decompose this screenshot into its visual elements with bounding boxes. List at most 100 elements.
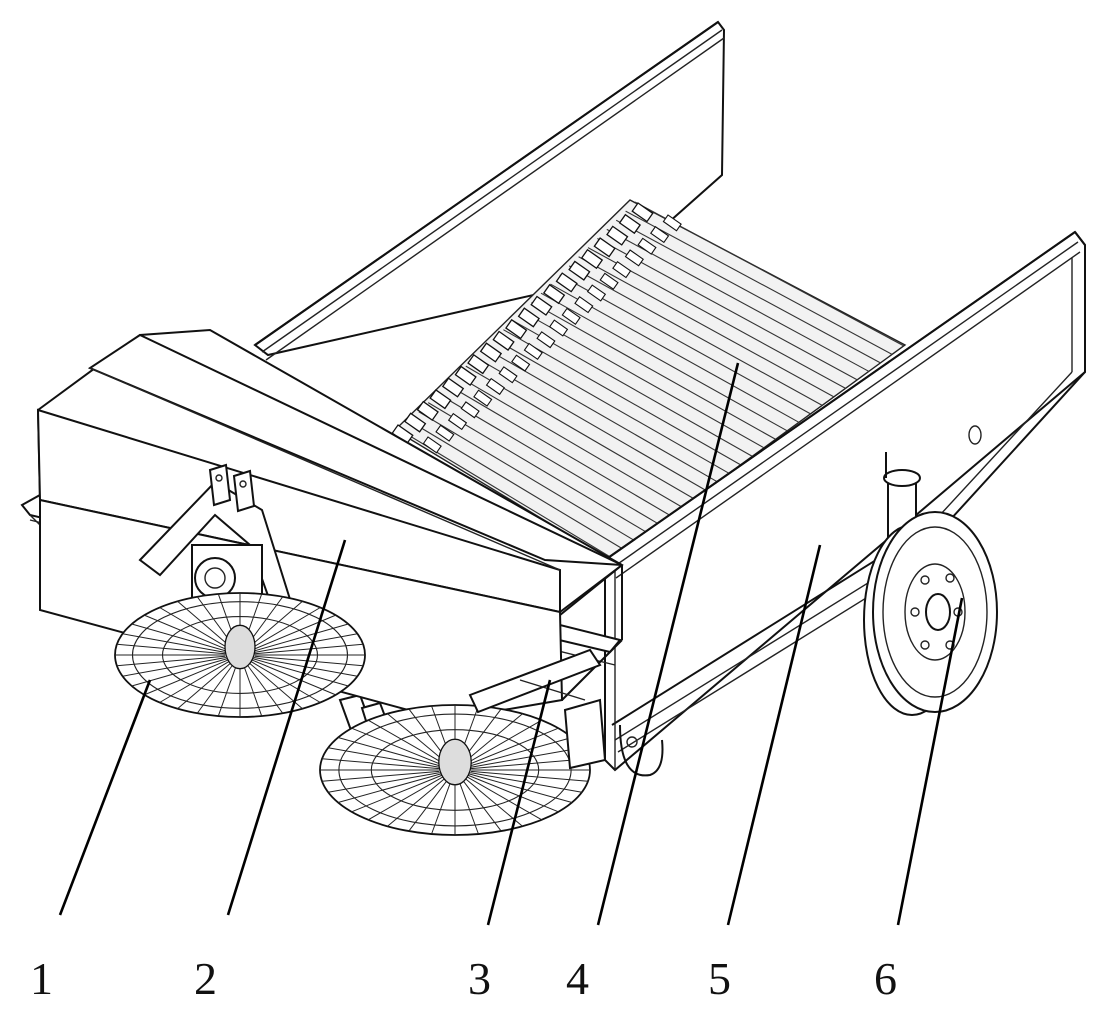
right-side-frame xyxy=(604,230,1086,772)
callout-1: 1 xyxy=(30,953,53,1004)
wheel-assembly xyxy=(863,452,998,716)
chain-link xyxy=(650,225,670,244)
chain-link xyxy=(568,260,591,281)
brush-bristle xyxy=(144,614,229,651)
brush-bristle xyxy=(254,633,358,653)
brush-bristle xyxy=(328,747,440,768)
chain-link xyxy=(561,307,581,325)
brush-bristle xyxy=(465,775,543,821)
conveyor-chain-links xyxy=(391,202,682,454)
brush-bristle xyxy=(460,777,502,832)
chain-link xyxy=(416,400,439,422)
brush-bristle xyxy=(470,770,588,782)
brush-bristle xyxy=(431,777,453,835)
brush-bristle xyxy=(251,614,336,651)
chain-link xyxy=(473,389,493,407)
chain-link xyxy=(606,225,629,246)
callout-5: 5 xyxy=(708,953,731,1004)
brush-bristle xyxy=(144,659,229,696)
brush-bristle xyxy=(337,773,442,803)
brush-bristle xyxy=(247,600,303,649)
brush-bristle xyxy=(254,655,364,667)
conveyor-rod xyxy=(503,329,741,466)
brush-bristle xyxy=(387,776,448,827)
chain-link xyxy=(467,353,490,375)
brush-bristle xyxy=(131,623,228,652)
brush-bristle xyxy=(159,660,231,703)
chain-link xyxy=(580,248,604,270)
chain-link xyxy=(460,401,480,419)
leader-line-4 xyxy=(596,362,740,926)
chain-link xyxy=(555,272,578,293)
chain-link xyxy=(447,412,468,431)
brush-bristle xyxy=(122,657,226,677)
conveyor-rod xyxy=(418,411,636,542)
chain-link xyxy=(662,214,682,232)
brush-bristle xyxy=(351,727,443,766)
leader-line-2 xyxy=(226,539,347,916)
leader-line-5 xyxy=(726,544,822,926)
brush-bristle xyxy=(328,772,440,793)
brush-bristle xyxy=(131,658,228,687)
brush-bristle xyxy=(387,713,448,764)
brush-bristle xyxy=(462,713,523,764)
mount-bracket xyxy=(468,648,664,777)
brush-bristle xyxy=(116,643,226,655)
brush-disc-right xyxy=(319,704,591,836)
brush-bristle xyxy=(465,719,543,765)
brush-bristle xyxy=(251,659,336,696)
brush-bristle xyxy=(322,770,440,782)
leader-line-6 xyxy=(896,597,964,926)
brush-bristle xyxy=(217,662,238,717)
conveyor-rod xyxy=(578,256,835,398)
brush-bristle xyxy=(468,773,573,803)
chain-link xyxy=(435,424,455,442)
brush-bristle xyxy=(252,623,349,652)
conveyor-rod xyxy=(446,383,671,517)
chain-link xyxy=(523,342,543,361)
conveyor-rod xyxy=(540,292,788,432)
conveyor-rod xyxy=(568,265,823,406)
leader-lines xyxy=(58,362,964,926)
callout-6: 6 xyxy=(874,953,897,1004)
brush-bristle xyxy=(177,600,233,649)
chain-link xyxy=(485,377,506,396)
brush-bristle xyxy=(254,643,364,655)
brush-bristle xyxy=(159,607,231,650)
brush-disc-left xyxy=(114,592,366,718)
brush-bristle xyxy=(462,776,523,827)
chain-link xyxy=(624,249,644,267)
chain-link xyxy=(454,365,477,387)
conveyor-rod xyxy=(456,374,683,508)
leader-line-1 xyxy=(58,679,152,916)
chain-link xyxy=(479,342,503,363)
chain-link xyxy=(612,260,632,279)
brush-bristle xyxy=(252,658,349,687)
chain-link xyxy=(429,389,452,410)
brush-bristle xyxy=(122,633,226,653)
brush-bristle xyxy=(367,775,445,821)
chain-link xyxy=(505,318,528,340)
chain-link xyxy=(548,319,569,337)
brush-bristle xyxy=(177,661,233,710)
brush-bristle xyxy=(247,661,303,710)
brush-bristle xyxy=(351,774,443,813)
chain-link xyxy=(542,283,566,305)
conveyor-rod xyxy=(625,210,893,355)
brush-bristle xyxy=(249,607,321,650)
chain-link xyxy=(631,202,654,223)
chain-link xyxy=(574,296,594,314)
brush-bristle xyxy=(468,737,573,767)
chain-link xyxy=(536,331,556,349)
chain-link xyxy=(492,330,515,351)
callout-2: 2 xyxy=(194,953,217,1004)
rod-conveyor xyxy=(391,199,907,561)
brush-bristle xyxy=(337,737,442,767)
chain-link xyxy=(593,237,616,258)
chain-link xyxy=(403,412,427,433)
chain-link xyxy=(517,307,540,328)
brush-bristle xyxy=(116,655,226,667)
chain-link xyxy=(599,272,619,290)
